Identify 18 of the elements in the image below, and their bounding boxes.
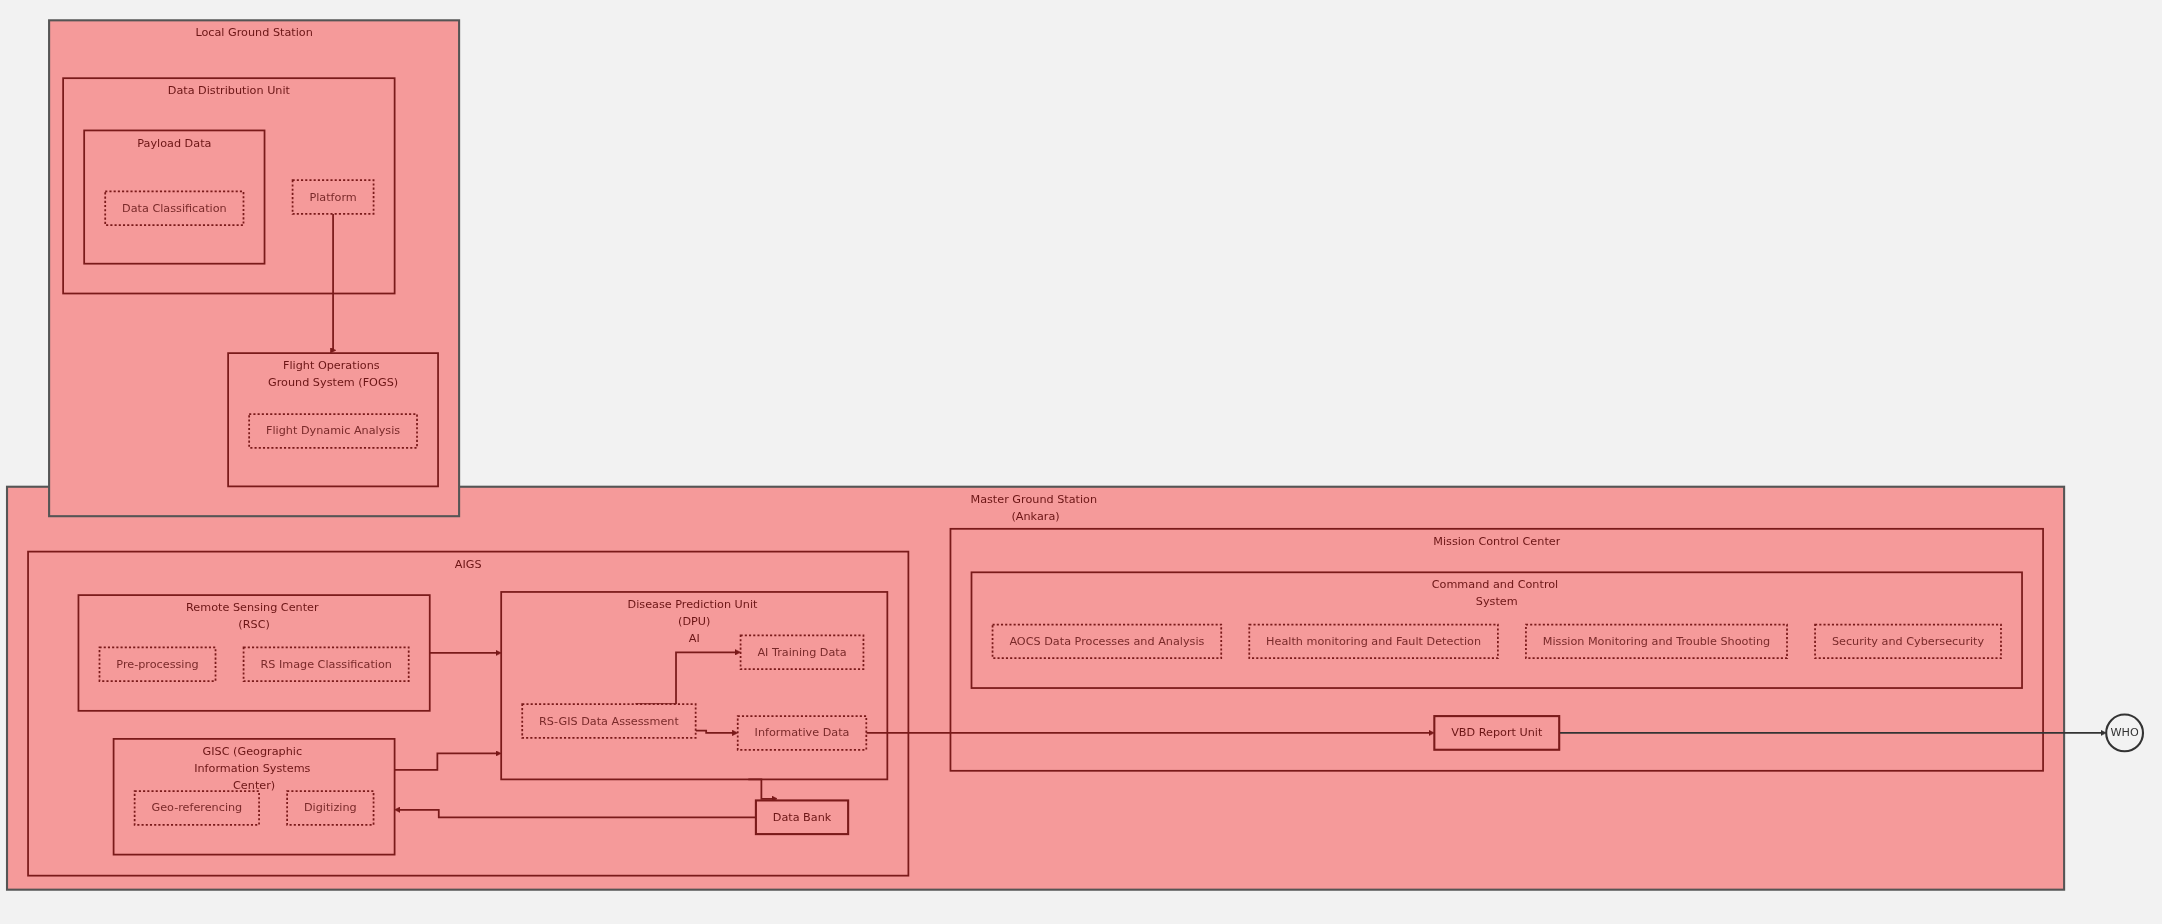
node-box: RS Image Classification: [242, 646, 410, 682]
node-box: Pre-processing: [98, 646, 217, 682]
node-box: RS-GIS Data Assessment: [521, 703, 697, 739]
node-box: AI Training Data: [739, 634, 865, 670]
node-box: Informative Data: [736, 715, 868, 751]
node-box: Data Bank: [754, 799, 850, 836]
arrow: [330, 213, 337, 354]
node-box: Security and Cybersecurity: [1814, 623, 2002, 660]
node-box: Health monitoring and Fault Detection: [1248, 623, 1499, 660]
node-box: Flight Dynamic Analysis: [248, 413, 418, 449]
node-box: Data Classification: [104, 190, 245, 226]
node-circle: WHO: [2105, 713, 2145, 753]
node-box: Mission Monitoring and Trouble Shooting: [1525, 623, 1788, 660]
node-box: Digitizing: [286, 790, 375, 826]
node-box: Platform: [291, 179, 375, 215]
node-box: Geo-referencing: [133, 790, 260, 826]
node-box: VBD Report Unit: [1433, 715, 1561, 751]
node-box: AOCS Data Processes and Analysis: [991, 623, 1223, 660]
